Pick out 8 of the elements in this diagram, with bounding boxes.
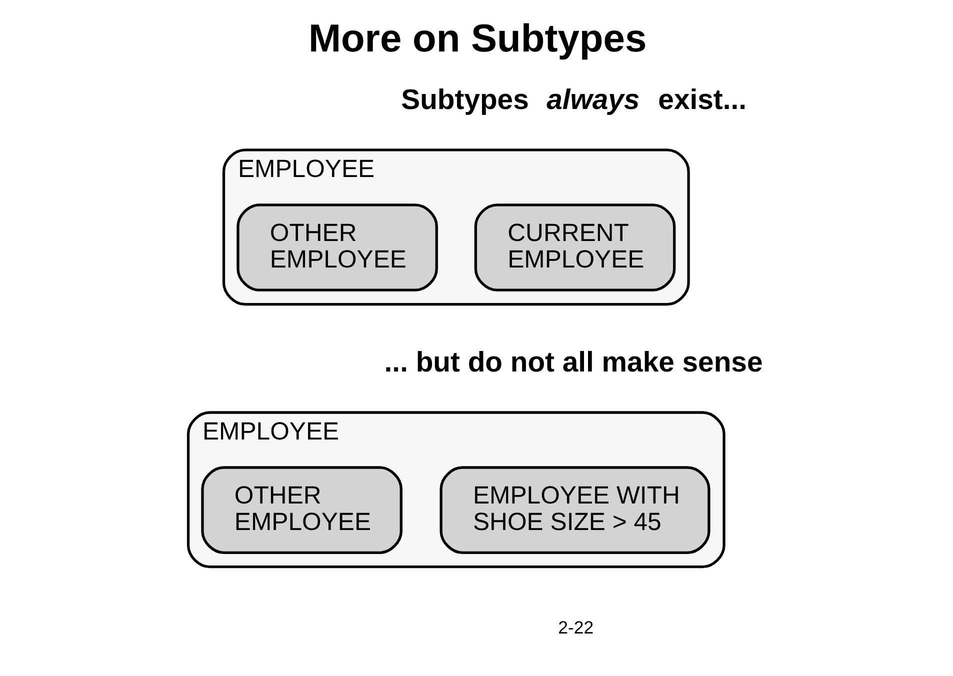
node-box: CURRENT EMPLOYEE (474, 204, 676, 292)
label: ... but do not all make sense (384, 346, 762, 378)
node-box: OTHER EMPLOYEE (236, 204, 438, 292)
label: 2-22 (558, 617, 594, 638)
node-box: EMPLOYEE WITH SHOE SIZE > 45 (439, 466, 710, 554)
node-box: OTHER EMPLOYEE (200, 466, 402, 554)
diagram-title: More on Subtypes (308, 18, 646, 61)
label: Subtypes always exist... (400, 84, 746, 116)
